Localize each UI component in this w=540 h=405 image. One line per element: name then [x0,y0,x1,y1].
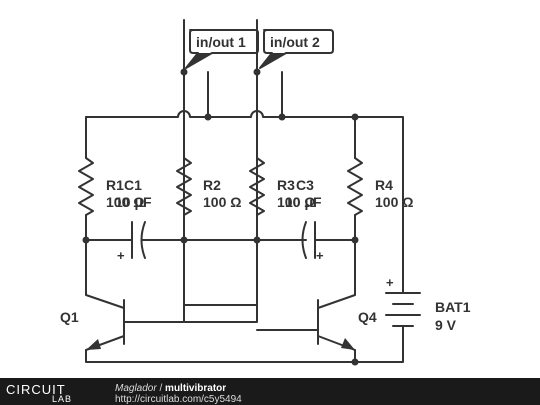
r3-value: 100 Ω [277,194,315,210]
footer-url[interactable]: http://circuitlab.com/c5y5494 [115,394,242,405]
q1-label: Q1 [60,309,79,325]
c1-label: C1 [124,177,142,193]
footer-credit: Maglador / multivibrator [115,383,226,394]
r3-resistor [249,157,265,216]
q1-emitter-arrow [86,339,101,350]
bat-return-wire [354,336,404,363]
c3-plate-minus [301,221,307,259]
cross-wire-left [183,239,258,306]
r1-resistor [78,157,94,216]
junction-dot [278,113,286,121]
q4-label: Q4 [358,309,377,325]
io2-label: in/out 2 [270,34,320,50]
bat-label: BAT1 [435,299,471,315]
cross-wire-right [183,239,258,323]
c3-label: C3 [296,177,314,193]
footer-separator: / [156,383,166,394]
r4-resistor [347,157,363,216]
r4-label: R4 [375,177,393,193]
circuit-schematic: in/out 1 in/out 2 R1 100 Ω C1 10 μF R2 1… [60,19,471,366]
r2-label: R2 [203,177,221,193]
junction-dot [351,358,359,366]
io1-label: in/out 1 [196,34,246,50]
junction-dot [204,113,212,121]
r4-value: 100 Ω [375,194,413,210]
junction-dot [180,68,188,76]
q1-collector [85,294,125,309]
junction-dot [253,236,261,244]
junction-dot [180,236,188,244]
junction-dot [351,113,359,121]
c1-plus-sign: + [117,248,125,263]
footer-title[interactable]: multivibrator [165,383,227,394]
q4-emitter-arrow [341,338,355,350]
bat-plus-sign: + [386,275,394,290]
io2-callout-tip [260,53,286,68]
c3-plus-sign: + [316,248,324,263]
junction-dot [82,236,90,244]
circuitlab-logo-subtitle: LAB [52,394,73,404]
junction-dot [351,236,359,244]
top-rail-wire [85,110,404,276]
bat-value: 9 V [435,317,457,333]
r2-resistor [176,157,192,216]
footer-author[interactable]: Maglador [115,383,157,394]
r3-label: R3 [277,177,295,193]
c1-value: 10 μF [115,194,152,210]
q4-collector [317,294,356,309]
footer-bar [0,378,540,405]
r1-label: R1 [106,177,124,193]
r2-value: 100 Ω [203,194,241,210]
r1-value: 100 Ω [106,194,144,210]
c3-value: 10 μF [285,194,322,210]
bottom-rail-wire [85,349,356,363]
io1-callout-tip [186,53,212,68]
junction-dot [253,68,261,76]
circuitlab-logo[interactable]: CIRCUIT [6,382,66,397]
